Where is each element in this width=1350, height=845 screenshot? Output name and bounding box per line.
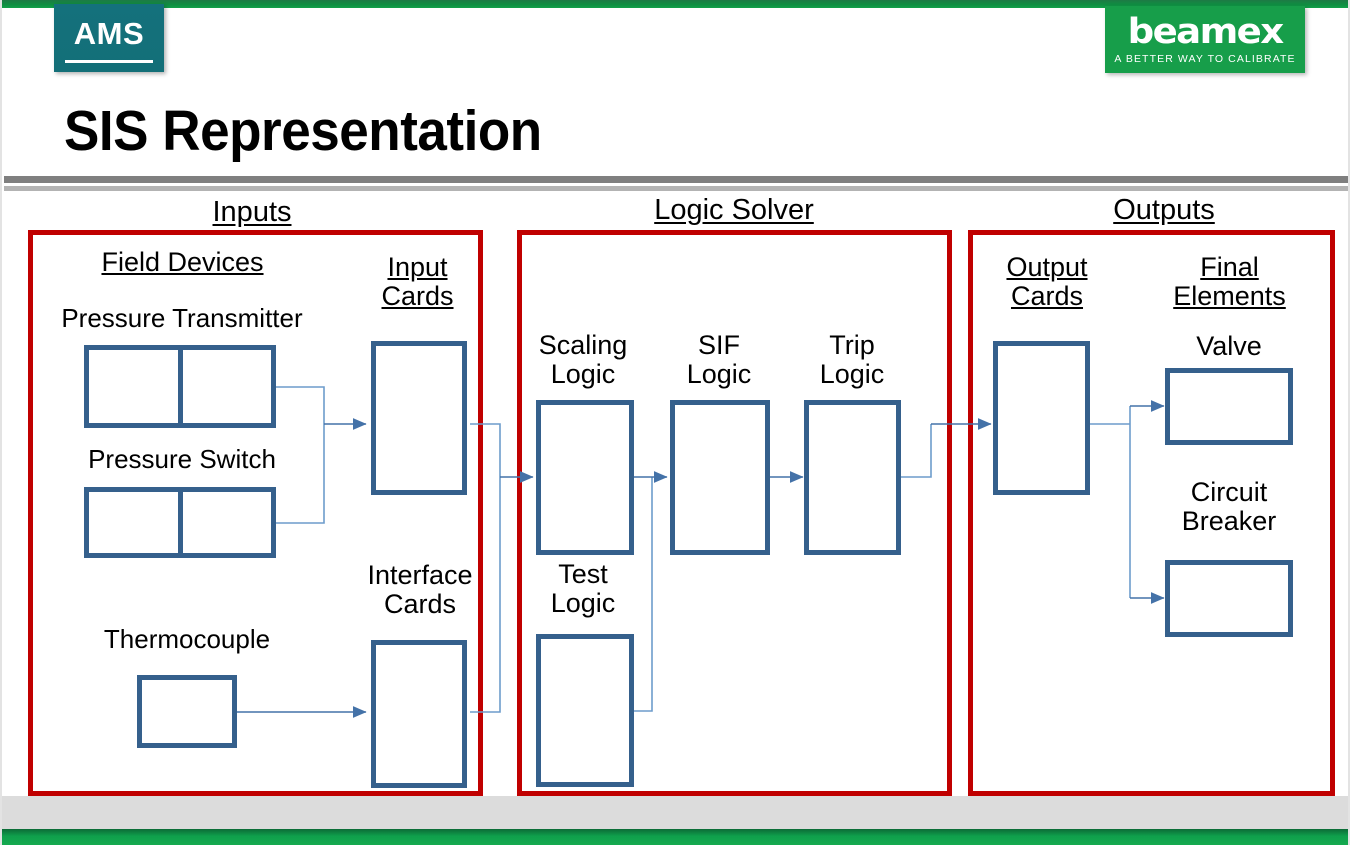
- block-thermocouple[interactable]: [137, 675, 237, 748]
- header-divider-dark: [4, 176, 1348, 183]
- block-label-valve: Valve: [1196, 331, 1262, 361]
- block-divider: [177, 350, 183, 423]
- block-label-sif-logic: SIF Logic: [686, 330, 752, 389]
- ams-logo-underline: [65, 59, 153, 63]
- block-label-trip-logic: Trip Logic: [819, 330, 885, 389]
- block-scaling-logic[interactable]: [536, 400, 634, 555]
- beamex-logo-tagline: A BETTER WAY TO CALIBRATE: [1114, 53, 1296, 66]
- block-sif-logic[interactable]: [670, 400, 770, 555]
- block-pressure-transmitter[interactable]: [84, 345, 276, 428]
- beamex-logo: beamex A BETTER WAY TO CALIBRATE: [1105, 6, 1305, 73]
- ams-logo: AMS: [54, 4, 164, 72]
- block-output-card[interactable]: [993, 341, 1090, 495]
- block-label-scaling-logic: Scaling Logic: [538, 330, 628, 389]
- block-interface-card[interactable]: [371, 640, 467, 788]
- block-label-pressure-transmitter: Pressure Transmitter: [61, 303, 303, 333]
- group-label-input-cards: Input Cards: [381, 252, 454, 311]
- section-title-logic-solver: Logic Solver: [654, 194, 814, 226]
- section-title-inputs: Inputs: [212, 196, 292, 228]
- block-test-logic[interactable]: [536, 634, 634, 787]
- block-divider: [177, 492, 183, 553]
- section-title-outputs: Outputs: [1113, 194, 1215, 226]
- section-frame-outputs: [968, 230, 1335, 796]
- block-circuit-breaker[interactable]: [1165, 560, 1293, 637]
- block-trip-logic[interactable]: [804, 400, 901, 555]
- block-label-circuit-breaker: Circuit Breaker: [1181, 477, 1277, 536]
- footer-green-bar: [2, 829, 1348, 845]
- block-valve[interactable]: [1165, 368, 1293, 445]
- block-pressure-switch[interactable]: [84, 487, 276, 558]
- block-label-test-logic: Test Logic: [550, 559, 616, 618]
- beamex-logo-wordmark: beamex: [1127, 11, 1285, 52]
- group-label-final-elements: Final Elements: [1173, 252, 1286, 311]
- group-label-field-devices: Field Devices: [101, 247, 264, 277]
- block-input-card[interactable]: [371, 341, 467, 495]
- group-label-output-cards: Output Cards: [1006, 252, 1088, 311]
- footer-gray-band: [2, 796, 1348, 829]
- group-label-interface-cards: Interface Cards: [367, 560, 473, 619]
- header-divider-light: [4, 186, 1348, 191]
- page-title: SIS Representation: [64, 99, 542, 163]
- ams-logo-text: AMS: [73, 15, 145, 51]
- block-label-thermocouple: Thermocouple: [103, 624, 271, 654]
- section-frame-logic-solver: [517, 230, 952, 796]
- top-green-bar: [2, 0, 1348, 8]
- block-label-pressure-switch: Pressure Switch: [88, 444, 276, 474]
